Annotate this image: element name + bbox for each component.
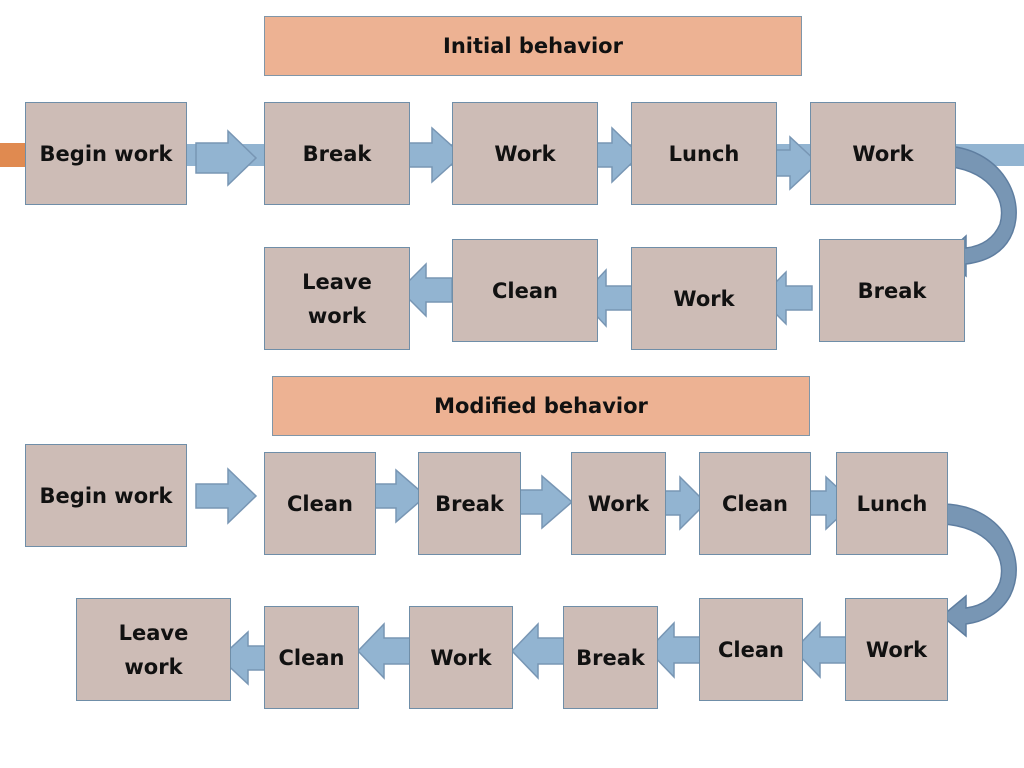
initial-step-lunch: Lunch — [631, 102, 777, 205]
modified-step-begin-work: Begin work — [25, 444, 187, 547]
arrow-left-icon — [356, 622, 411, 680]
modified-step-clean-2: Clean — [699, 452, 811, 555]
modified-step-work-2: Work — [409, 606, 513, 709]
modified-step-work-3: Work — [845, 598, 948, 701]
initial-step-leave-work: Leave work — [264, 247, 410, 350]
initial-step-break-2: Break — [819, 239, 965, 342]
accent-bar — [0, 143, 26, 167]
curved-arrow-down-icon — [940, 503, 1017, 638]
modified-step-break: Break — [418, 452, 521, 555]
arrow-left-icon — [398, 262, 453, 318]
arrow-left-icon — [646, 621, 701, 679]
arrow-right-icon — [511, 474, 574, 530]
modified-step-clean: Clean — [264, 452, 376, 555]
arrow-right-icon — [195, 129, 258, 187]
modified-step-clean-3: Clean — [264, 606, 359, 709]
initial-step-break: Break — [264, 102, 410, 205]
modified-step-clean-4: Clean — [699, 598, 803, 701]
modified-step-leave-work: Leave work — [76, 598, 231, 701]
arrow-right-icon — [195, 467, 258, 525]
modified-step-break-2: Break — [563, 606, 658, 709]
initial-behavior-header: Initial behavior — [264, 16, 802, 76]
modified-behavior-header: Modified behavior — [272, 376, 810, 436]
initial-step-clean: Clean — [452, 239, 598, 342]
initial-step-work-3: Work — [631, 247, 777, 350]
arrow-left-icon — [510, 622, 565, 680]
initial-step-work: Work — [452, 102, 598, 205]
initial-step-begin-work: Begin work — [25, 102, 187, 205]
initial-step-work-2: Work — [810, 102, 956, 205]
modified-step-work: Work — [571, 452, 666, 555]
modified-step-lunch: Lunch — [836, 452, 948, 555]
arrow-left-icon — [792, 621, 847, 679]
